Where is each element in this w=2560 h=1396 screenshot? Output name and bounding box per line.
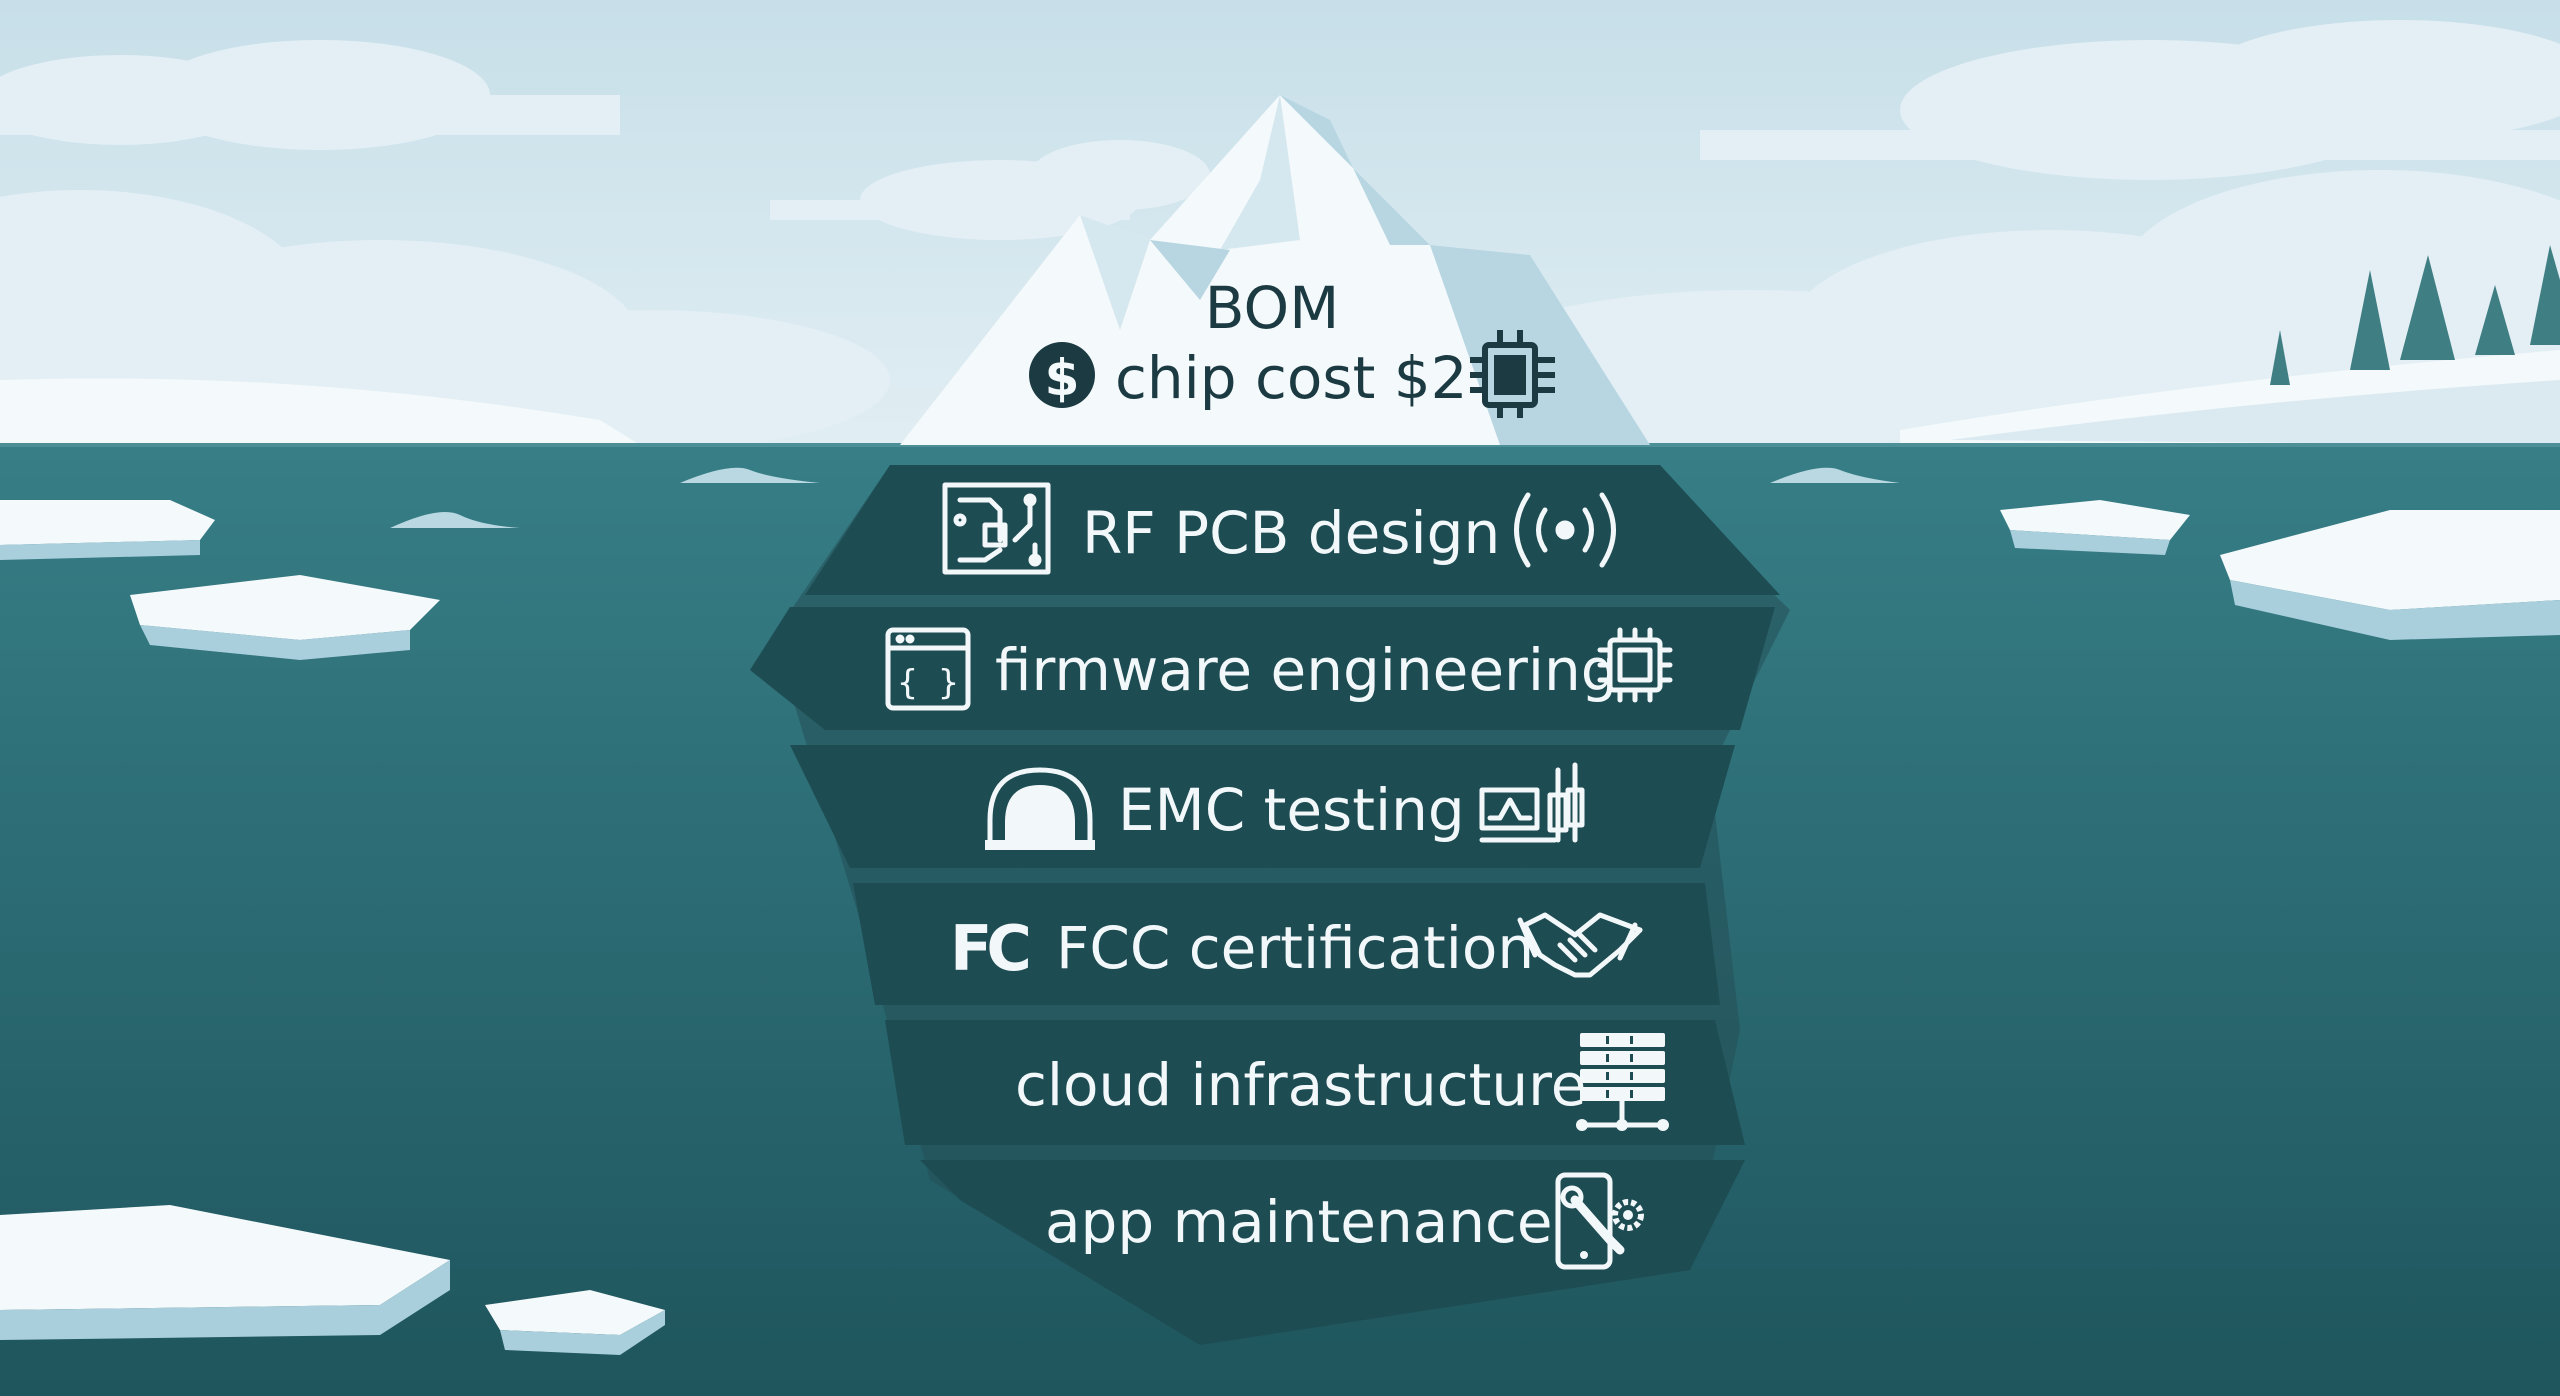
circuit-board-icon bbox=[942, 482, 1051, 575]
tier-label: FCC certification bbox=[1056, 914, 1534, 982]
microchip-icon bbox=[1470, 330, 1555, 418]
tier-label: cloud infrastructure bbox=[1015, 1051, 1586, 1119]
tier-rf-pcb-design: RF PCB design bbox=[942, 482, 1616, 575]
tier-band-5 bbox=[885, 1020, 1745, 1145]
oscilloscope-probes-icon bbox=[1479, 762, 1585, 843]
tier-label: app maintenance bbox=[1045, 1188, 1553, 1256]
tier-emc-testing: EMC testing bbox=[985, 762, 1585, 850]
tier-cloud-infrastructure: cloud infrastructure bbox=[1015, 1033, 1669, 1131]
chip-cost-label: chip cost $2 bbox=[1115, 344, 1468, 412]
ice-floes bbox=[0, 500, 2560, 1355]
tier-firmware-engineering: { } firmware engineering bbox=[885, 627, 1673, 711]
server-network-icon bbox=[1576, 1033, 1669, 1131]
svg-text:$: $ bbox=[1045, 349, 1080, 407]
tier-label: RF PCB design bbox=[1082, 499, 1500, 567]
code-window-icon: { } bbox=[885, 627, 971, 711]
tier-band-2 bbox=[750, 607, 1775, 730]
tier-fcc-certification: FC FCC certification bbox=[950, 912, 1643, 985]
bom-title: BOM bbox=[1205, 274, 1339, 342]
fcc-logo-icon: FC bbox=[950, 912, 1034, 985]
tier-band-6 bbox=[920, 1160, 1745, 1345]
waves bbox=[390, 467, 1900, 528]
wireless-signal-icon bbox=[1514, 492, 1616, 568]
handshake-icon bbox=[1517, 912, 1643, 978]
pine-trees bbox=[2270, 245, 2560, 385]
phone-wrench-gear-icon bbox=[1555, 1172, 1644, 1270]
anechoic-chamber-icon bbox=[985, 767, 1095, 850]
iceberg-tip-labels: BOM $ chip cost $2 bbox=[1029, 274, 1555, 418]
tier-band-4 bbox=[853, 883, 1720, 1005]
svg-text:FC: FC bbox=[950, 912, 1028, 985]
tier-label: firmware engineering bbox=[995, 636, 1618, 704]
dollar-coin-icon: $ bbox=[1029, 342, 1095, 408]
snow-shore bbox=[0, 350, 2560, 445]
tier-app-maintenance: app maintenance bbox=[1045, 1172, 1644, 1270]
svg-text:{ }: { } bbox=[897, 663, 958, 703]
hidden-cost-tiers bbox=[750, 465, 1780, 1345]
microchip-icon bbox=[1597, 627, 1673, 703]
tier-label: EMC testing bbox=[1118, 776, 1465, 844]
